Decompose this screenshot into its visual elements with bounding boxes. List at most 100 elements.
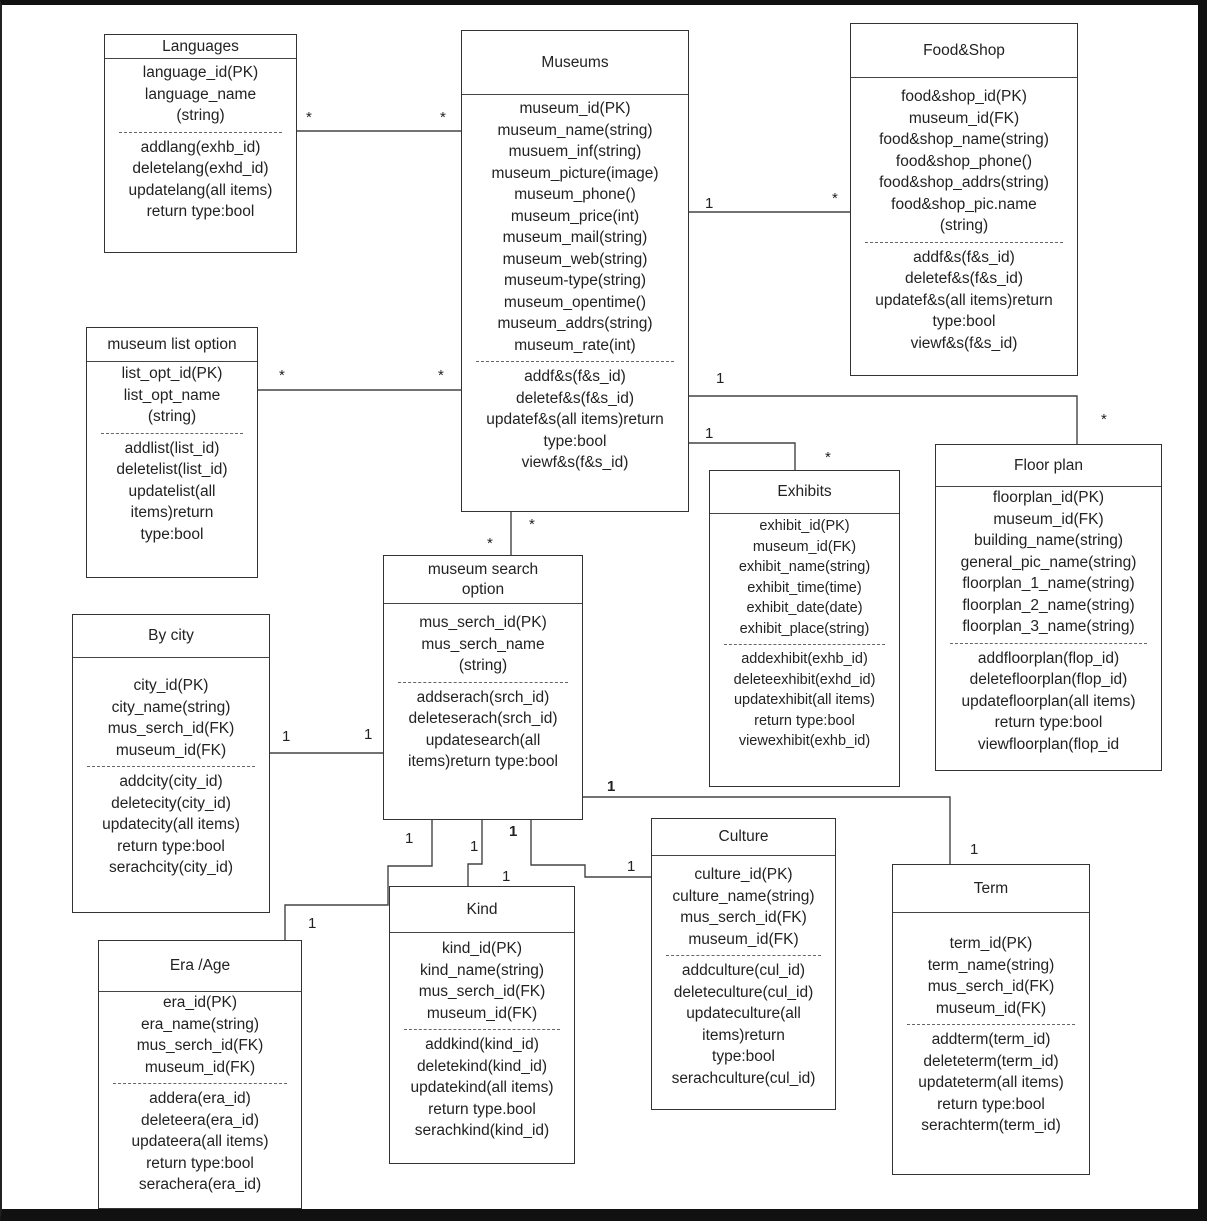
section-divider: [724, 644, 885, 645]
attribute-line: museum_id(FK): [688, 930, 799, 948]
attribute-line: culture_id(PK): [694, 866, 793, 883]
method-line: return type:bool: [937, 1095, 1045, 1113]
method-line: viewf&s(f&s_id): [521, 454, 629, 471]
method-line: return type:bool: [146, 1154, 254, 1172]
class-title: Era /Age: [99, 941, 301, 992]
method-line: deletekind(kind_id): [416, 1057, 548, 1075]
multiplicity-label: *: [306, 109, 312, 126]
multiplicity-label: 1: [282, 728, 291, 745]
multiplicity-label: *: [438, 367, 444, 384]
method-list: addf&s(f&s_id) deletef&s(f&s_id) updatef…: [851, 247, 1077, 355]
attribute-line: food&shop_id(PK): [901, 88, 1027, 105]
section-divider: [101, 432, 243, 434]
method-list: addcity(city_id) deletecity(city_id) upd…: [73, 771, 269, 879]
attribute-list: kind_id(PK) kind_name(string) mus_serch_…: [390, 933, 574, 1024]
method-line: deletelang(exhd_id): [132, 160, 269, 177]
attribute-line: museum_rate(int): [514, 336, 636, 354]
class-title: Food&Shop: [851, 24, 1077, 78]
attribute-list: museum_id(PK) museum_name(string) musuem…: [462, 95, 688, 356]
attribute-line: language_id(PK): [142, 64, 259, 81]
method-line: viewfloorplan(flop_id: [977, 735, 1120, 753]
attribute-line: museum_opentime(): [503, 293, 647, 311]
attribute-line: kind_name(string): [419, 961, 545, 979]
link-searchoption-era: [284, 820, 433, 940]
method-line: updatecity(all items): [102, 816, 240, 833]
class-by-city: By city city_id(PK) city_name(string) mu…: [72, 614, 270, 913]
method-line: return type.bool: [428, 1100, 536, 1118]
method-line: addculture(cul_id): [681, 962, 806, 979]
method-line: updatefloorplan(all items): [961, 692, 1136, 710]
method-list: addlang(exhb_id) deletelang(exhd_id) upd…: [105, 137, 296, 223]
attribute-line: floorplan_3_name(string): [962, 618, 1135, 635]
method-list: addfloorplan(flop_id) deletefloorplan(fl…: [936, 648, 1161, 756]
class-museums: Museums museum_id(PK) museum_name(string…: [461, 30, 689, 512]
attribute-list: term_id(PK) term_name(string) mus_serch_…: [893, 913, 1089, 1019]
multiplicity-label: *: [487, 535, 493, 552]
class-title: museum search option: [384, 556, 582, 604]
attribute-line: kind_id(PK): [441, 940, 523, 957]
method-line: updatef&s(all items)return: [875, 291, 1053, 309]
section-divider: [87, 766, 255, 767]
method-line: viewf&s(f&s_id): [910, 334, 1018, 352]
attribute-line: exhibit_name(string): [738, 559, 871, 575]
class-museum-list-option: museum list option list_opt_id(PK) list_…: [86, 327, 258, 578]
attribute-line: musuem_inf(string): [508, 143, 642, 160]
attribute-line: food&shop_phone(): [895, 152, 1033, 170]
multiplicity-label: *: [279, 367, 285, 384]
attribute-line: exhibit_id(PK): [759, 518, 850, 534]
multiplicity-label: 1: [705, 195, 714, 212]
method-line: addf&s(f&s_id): [913, 248, 1015, 266]
attribute-line: mus_serch_id(FK): [927, 978, 1055, 995]
section-divider: [398, 681, 568, 683]
link-searchoption-culture: [530, 820, 651, 878]
class-kind: Kind kind_id(PK) kind_name(string) mus_s…: [389, 886, 575, 1164]
method-line: return type:bool: [754, 712, 855, 729]
link-museums-floorplan: [689, 395, 1078, 444]
method-line: deleteserach(srch_id): [408, 710, 558, 727]
class-term: Term term_id(PK) term_name(string) mus_s…: [892, 864, 1090, 1175]
method-list: addterm(term_id) deleteterm(term_id) upd…: [893, 1029, 1089, 1137]
multiplicity-label: 1: [705, 425, 714, 442]
attribute-line: era_name(string): [140, 1015, 260, 1033]
attribute-line: mus_serch_id(PK): [419, 614, 547, 631]
method-list: addexhibit(exhb_id) deleteexhibit(exhd_i…: [710, 649, 899, 752]
multiplicity-label: 1: [970, 841, 979, 858]
class-title: Term: [893, 865, 1089, 913]
attribute-line: floorplan_1_name(string): [962, 575, 1135, 592]
method-list: addculture(cul_id) deleteculture(cul_id)…: [652, 960, 835, 1089]
method-line: addfloorplan(flop_id): [977, 649, 1120, 667]
attribute-line: museum_id(PK): [519, 100, 631, 117]
method-line: deletef&s(f&s_id): [904, 270, 1024, 287]
multiplicity-label: 1: [364, 726, 373, 743]
attribute-list: language_id(PK) language_name (string): [105, 59, 296, 127]
attribute-line: food&shop_addrs(string): [879, 174, 1049, 191]
method-line: updatelist(all: [128, 482, 216, 500]
attribute-line: museum_id(FK): [993, 510, 1104, 528]
method-line: updatekind(all items): [410, 1079, 554, 1096]
method-line: serachera(era_id): [138, 1176, 262, 1193]
method-line: type:bool: [712, 1048, 775, 1065]
attribute-line: floorplan_id(PK): [992, 489, 1105, 506]
class-title: Culture: [652, 819, 835, 856]
attribute-line: food&shop_pic.name: [891, 195, 1037, 213]
method-line: addlist(list_id): [124, 439, 220, 457]
method-list: addera(era_id) deleteera(era_id) updatee…: [99, 1088, 301, 1196]
multiplicity-label: 1: [308, 915, 317, 932]
class-title: Floor plan: [936, 445, 1161, 487]
attribute-line: list_opt_name: [123, 386, 221, 404]
attribute-line: mus_serch_id(FK): [680, 909, 807, 926]
attribute-line: (string): [176, 107, 225, 124]
attribute-line: museum_picture(image): [491, 164, 659, 182]
method-list: addserach(srch_id) deleteserach(srch_id)…: [384, 687, 582, 773]
method-line: addserach(srch_id): [416, 688, 550, 706]
method-line: items)return: [702, 1026, 785, 1044]
method-line: viewexhibit(exhb_id): [738, 733, 871, 749]
attribute-line: museum_id(FK): [908, 109, 1020, 127]
method-line: serachculture(cul_id): [671, 1069, 816, 1087]
method-line: deletecity(city_id): [111, 794, 231, 812]
multiplicity-label: 1: [470, 838, 479, 855]
method-line: updateterm(all items): [918, 1074, 1064, 1091]
attribute-line: museum-type(string): [503, 272, 647, 289]
class-era-age: Era /Age era_id(PK) era_name(string) mus…: [98, 940, 302, 1209]
section-divider: [666, 955, 821, 956]
